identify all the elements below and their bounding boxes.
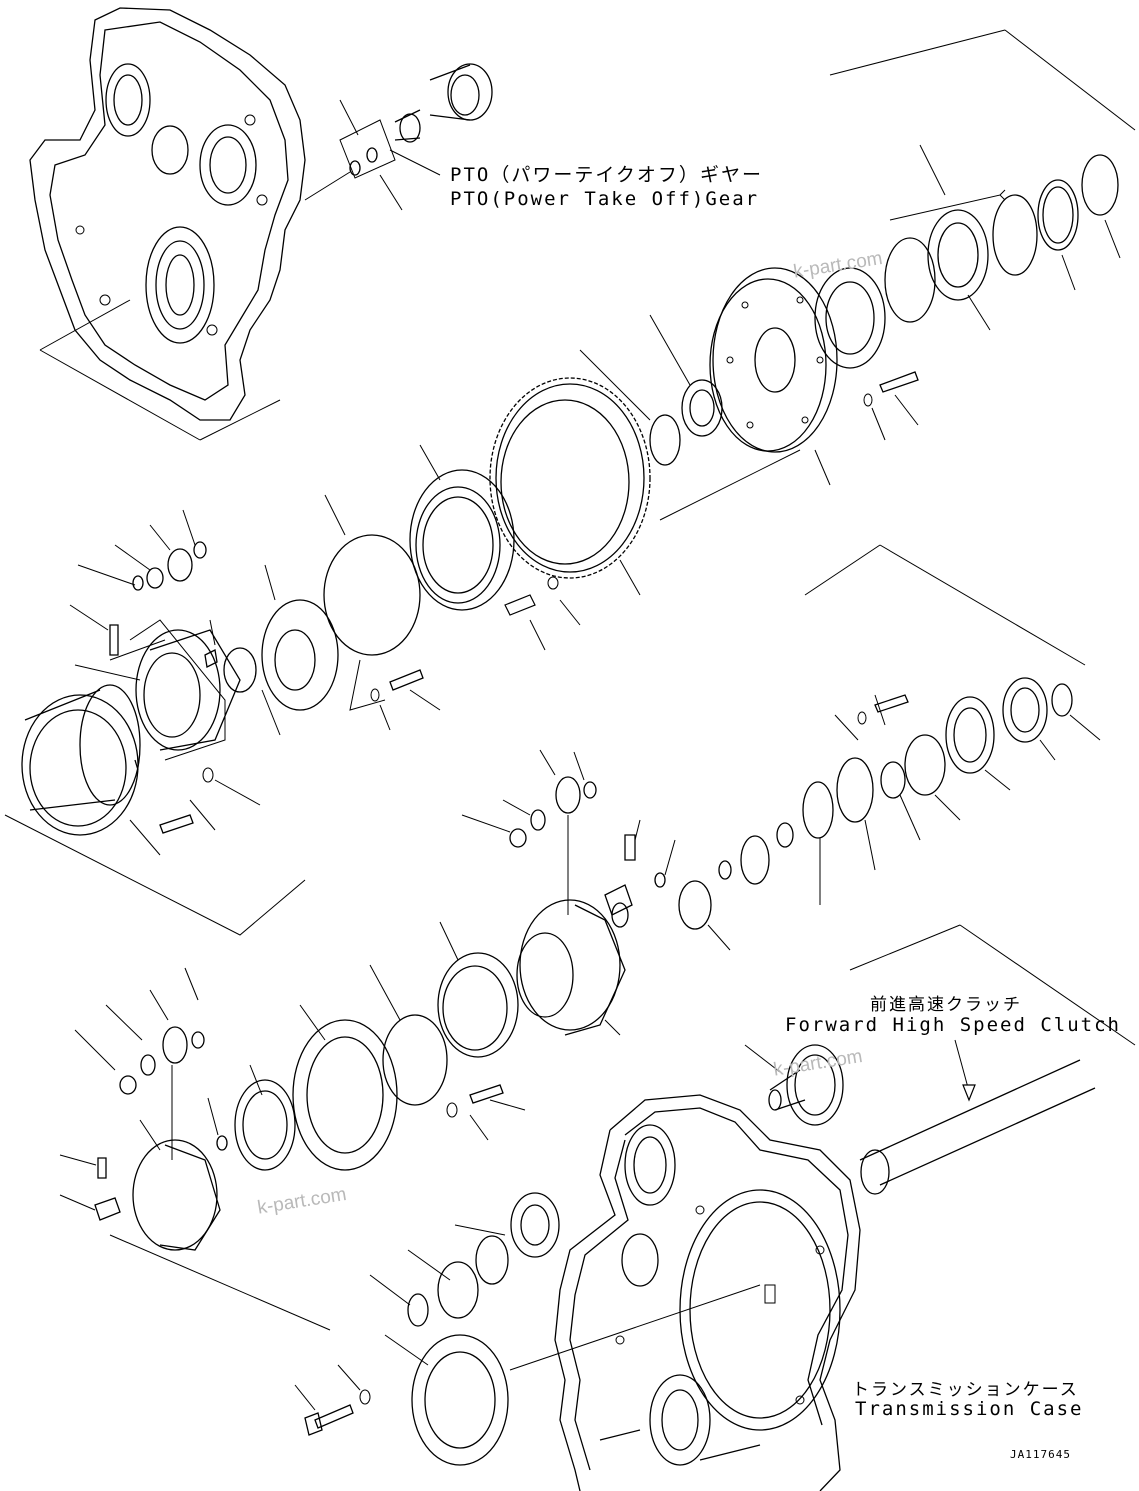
forward-clutch-label-en: Forward High Speed Clutch — [785, 1014, 1121, 1036]
cylindrical-ring — [4, 684, 306, 936]
roller-ring — [323, 444, 581, 656]
pto-leader — [389, 149, 441, 176]
bottom-bearings — [294, 1192, 761, 1466]
drawing-code: JA117645 — [1010, 1448, 1071, 1461]
flange-plate — [579, 267, 919, 486]
planet-carrier-upper — [69, 509, 441, 761]
pto-label-en: PTO(Power Take Off)Gear — [450, 188, 760, 210]
planet-carrier-lower — [59, 967, 331, 1331]
planet-carrier-middle — [461, 749, 731, 1036]
pto-gear-assembly — [304, 63, 493, 211]
middle-right-bearings — [718, 544, 1101, 905]
transmission-case — [554, 1094, 861, 1491]
top-right-bearings — [814, 29, 1136, 369]
transmission-case-label-jp: トランスミッションケース — [852, 1380, 1079, 1400]
transmission-case-label-en: Transmission Case — [855, 1398, 1084, 1420]
pto-case-housing — [29, 7, 306, 441]
forward-clutch-label-jp: 前進高速クラッチ — [870, 995, 1022, 1015]
lower-rings — [234, 921, 526, 1171]
pto-label-jp: PTO（パワーテイクオフ）ギヤー — [450, 164, 763, 186]
forward-high-speed-clutch — [744, 924, 1136, 1195]
ring-gear — [489, 377, 801, 596]
